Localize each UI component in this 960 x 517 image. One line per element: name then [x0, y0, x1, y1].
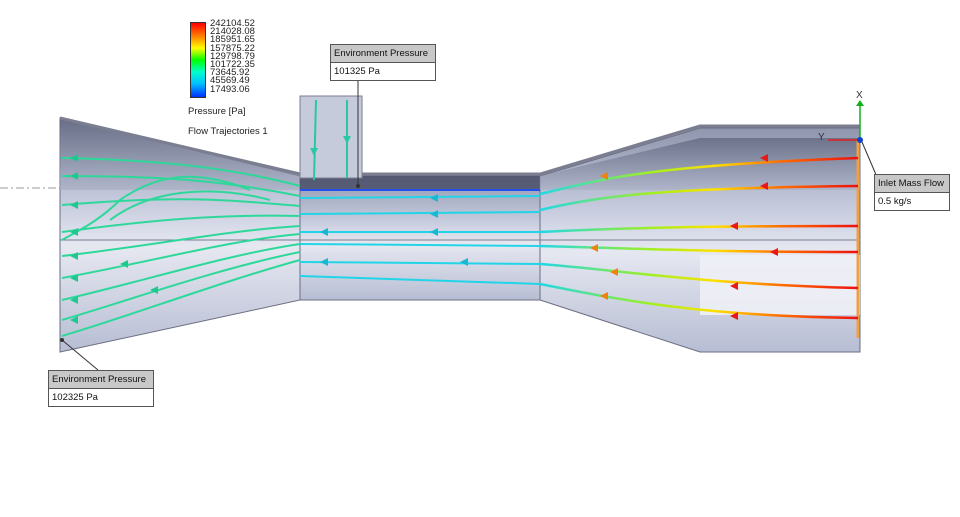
coordinate-triad: [828, 100, 864, 143]
callout-title: Environment Pressure: [331, 45, 435, 63]
legend-tick: 185951.65: [210, 34, 255, 46]
left-streamlines: [61, 157, 301, 337]
legend-tick: 73645.92: [210, 67, 250, 79]
left-stream-arrows: [70, 154, 158, 324]
top-wall-edge: [59, 116, 860, 176]
tube-arrow-1: [310, 148, 318, 156]
callout-environment-pressure-top[interactable]: Environment Pressure 101325 Pa: [330, 44, 436, 81]
legend-tick: 214028.08: [210, 26, 255, 38]
legend-tick: 242104.52: [210, 18, 255, 29]
legend-tick: 17493.06: [210, 83, 250, 95]
throat-stream-arrows: [320, 194, 468, 266]
legend-title: Pressure [Pa]: [188, 106, 246, 117]
throat-streamlines: [299, 195, 541, 285]
callout-environment-pressure-left[interactable]: Environment Pressure 102325 Pa: [48, 370, 154, 407]
top-outlet-tube: [299, 95, 363, 179]
callout-inlet-mass-flow[interactable]: Inlet Mass Flow 0.5 kg/s: [874, 174, 950, 211]
legend-ticks: 242104.52 214028.08 185951.65 157875.22 …: [210, 18, 255, 95]
right-streamlines: [539, 156, 859, 320]
legend-subtitle: Flow Trajectories 1: [188, 126, 268, 137]
right-stream-arrows: [730, 154, 778, 320]
throat-body: [299, 175, 541, 301]
callout-value: 102325 Pa: [52, 392, 98, 403]
tube-arrow-2: [343, 136, 351, 144]
callout-value: 0.5 kg/s: [878, 196, 912, 207]
callout-title: Environment Pressure: [49, 371, 153, 389]
legend-tick: 45569.49: [210, 75, 250, 87]
axis-y-label: Y: [818, 132, 825, 143]
legend-tick: 129798.79: [210, 50, 255, 62]
callout-value: 101325 Pa: [334, 66, 380, 77]
callout-left-leader: [61, 339, 99, 371]
legend-tick: 101722.35: [210, 58, 255, 70]
throat-top-wall: [300, 176, 540, 190]
color-scale-bar: [190, 22, 206, 98]
axis-x-label: X: [856, 90, 863, 101]
legend-tick: 157875.22: [210, 42, 255, 54]
mid-stream-arrows: [590, 172, 618, 300]
callout-title: Inlet Mass Flow: [875, 175, 949, 193]
